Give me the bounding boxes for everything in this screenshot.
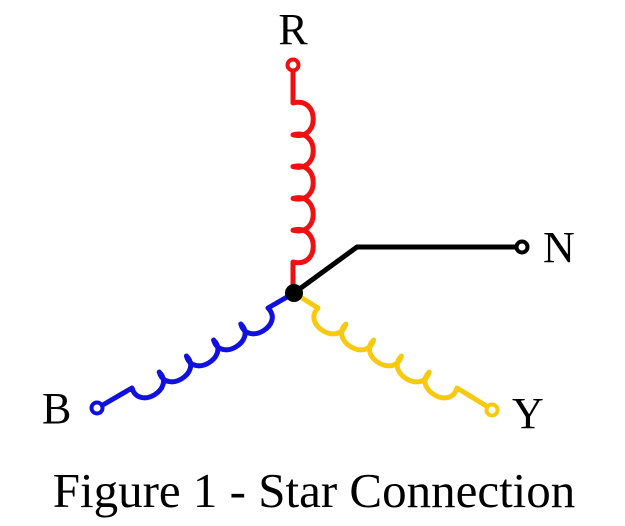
phase-r-winding [290, 67, 316, 296]
label-y: Y [512, 389, 544, 438]
label-r: R [278, 5, 308, 54]
terminal-y [484, 402, 500, 418]
neutral-wire [291, 244, 520, 296]
phase-y-winding [291, 290, 491, 410]
figure-caption: Figure 1 - Star Connection [53, 463, 576, 518]
star-point-node [285, 284, 303, 302]
terminal-n [514, 239, 530, 255]
phase-b-winding [98, 290, 297, 409]
terminal-b [89, 400, 105, 416]
label-b: B [42, 384, 71, 433]
terminal-r [285, 57, 301, 73]
label-n: N [543, 223, 575, 272]
